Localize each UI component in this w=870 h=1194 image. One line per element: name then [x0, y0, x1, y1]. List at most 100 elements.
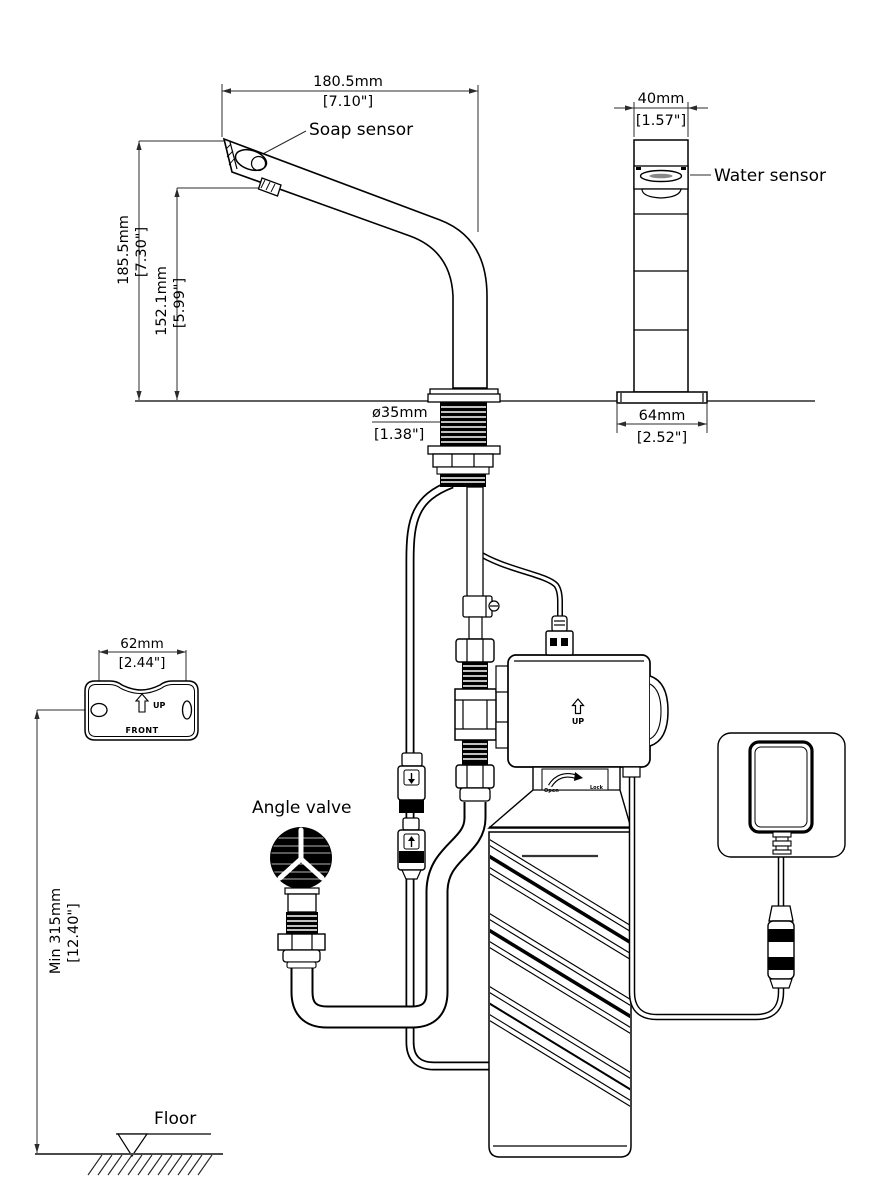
- dim-hole-in: [1.38"]: [374, 427, 424, 443]
- dimension-annotations: 180.5mm [7.10"] 185.5mm [7.30"] 152.1mm …: [34, 74, 826, 1176]
- hose-ferrule-upper: [459, 787, 491, 802]
- water-hose: [290, 802, 487, 1029]
- water-sensor-column: [616, 139, 708, 404]
- mounting-flange: [427, 445, 501, 455]
- floor-datum-triangle: [116, 1133, 149, 1158]
- dim-hole-mm: ø35mm: [372, 405, 428, 421]
- box-lug-bottom: [495, 721, 510, 749]
- bracket-up-label: UP: [153, 701, 165, 710]
- valve-body: [454, 688, 497, 741]
- soap-sensor-window: [234, 148, 268, 172]
- box-cable-outlet: [622, 766, 641, 778]
- quick-connector-lower: [397, 817, 426, 880]
- spout-face-edge: [229, 141, 238, 170]
- arrow-down-icon: [408, 779, 415, 784]
- dim-spout-reach-mm: 180.5mm: [313, 74, 383, 90]
- bottle-lock-label: Lock: [590, 785, 604, 791]
- dim-sensor-width: 40mm [1.57"]: [614, 91, 708, 137]
- soap-sensor-eye: [250, 155, 267, 172]
- dim-sensor-width-mm: 40mm: [638, 91, 685, 107]
- soap-sensor-label: Soap sensor: [309, 120, 413, 140]
- control-box: UP: [495, 615, 669, 768]
- floor-annotation: Floor: [35, 1109, 223, 1176]
- box-lug-top: [495, 665, 510, 693]
- power-adapter: [717, 732, 846, 989]
- compression-nut-lower: [455, 764, 495, 789]
- dim-min-height-mm: Min 315mm: [48, 888, 64, 974]
- dim-sensor-base-in: [2.52"]: [637, 430, 687, 446]
- dim-hole-diameter: ø35mm [1.38"]: [372, 405, 442, 443]
- dim-spout-height-mm: 185.5mm: [116, 215, 132, 285]
- hose-ferrule-valve: [282, 949, 321, 963]
- angle-valve: [270, 827, 332, 969]
- bracket-outline: [84, 680, 199, 741]
- sensor-cable: [475, 549, 563, 618]
- dim-spout-height: 185.5mm [7.30"]: [116, 140, 226, 400]
- valve-thread-lower: [462, 740, 488, 765]
- up-arrow-icon: [571, 698, 585, 715]
- spout-outlet: [257, 177, 282, 197]
- box-side-dial: [649, 675, 669, 747]
- dim-bracket-holes-mm: 62mm: [120, 636, 163, 652]
- dim-bracket-holes-in: [2.44"]: [119, 655, 166, 671]
- dim-spout-reach: 180.5mm [7.10"]: [221, 74, 479, 232]
- arrow-up-icon: [408, 836, 415, 841]
- knob-slots: [277, 827, 325, 881]
- valve-threads: [286, 912, 318, 934]
- hose-ring: [286, 961, 317, 969]
- bottle-cap-label: Open Lock: [541, 768, 609, 794]
- bottle-body: [488, 831, 632, 1158]
- bracket-slot-left: [90, 702, 108, 718]
- dim-spout-reach-in: [7.10"]: [323, 94, 373, 110]
- tube-stub: [468, 616, 483, 640]
- box-body: [507, 654, 651, 768]
- soap-sensor-callout: Soap sensor: [258, 120, 413, 157]
- valve-neck: [287, 893, 317, 913]
- faucet-flange-base: [427, 393, 501, 403]
- dim-outlet-height-mm: 152.1mm: [154, 266, 170, 336]
- dim-sensor-base-mm: 64mm: [639, 408, 686, 424]
- strain-relief: [772, 831, 792, 855]
- dim-sensor-width-in: [1.57"]: [636, 113, 686, 129]
- bottle-ridges: [490, 839, 630, 1107]
- bracket-up-arrow-icon: [134, 693, 150, 713]
- bracket-front-label: FRONT: [125, 726, 158, 735]
- rotate-arrow-icon: [574, 772, 583, 781]
- bottle-open-label: Open: [544, 788, 559, 794]
- sensor-lens: [649, 173, 673, 179]
- dim-outlet-height-in: [5.99"]: [172, 278, 188, 328]
- power-cable: [622, 766, 785, 1021]
- dim-sensor-base: 64mm [2.52"]: [616, 404, 708, 446]
- quick-connectors: [397, 752, 426, 880]
- faucet-assembly: [222, 137, 501, 802]
- box-top-connector: [545, 615, 574, 656]
- mounting-nut: [432, 453, 494, 475]
- box-up-label: UP: [572, 717, 584, 726]
- angle-valve-label: Angle valve: [252, 798, 352, 818]
- tube-connector: [462, 595, 500, 618]
- floor-label: Floor: [154, 1109, 196, 1129]
- dim-min-height-in: [12.40"]: [66, 903, 82, 963]
- sensor-base-plate: [616, 391, 708, 404]
- adapter-body: [748, 740, 814, 834]
- inline-connector: [767, 905, 795, 989]
- bracket-slot-right: [181, 700, 193, 720]
- quick-connector-upper: [397, 752, 426, 813]
- water-sensor-window: [633, 165, 689, 199]
- water-sensor-callout: Water sensor: [690, 166, 826, 186]
- bracket-inner-line: [88, 684, 195, 737]
- faucet-shank: [440, 402, 487, 446]
- valve-nut: [277, 933, 326, 951]
- floor-hatching: [87, 1154, 213, 1176]
- water-sensor-label: Water sensor: [714, 166, 826, 186]
- compression-nut-upper: [455, 638, 495, 663]
- shank-thread-lower: [440, 474, 486, 487]
- mounting-bracket: UP FRONT: [84, 680, 199, 741]
- soap-bottle: Open Lock: [487, 766, 632, 1158]
- soap-tube: [405, 479, 496, 1071]
- faucet-spout: [222, 137, 488, 389]
- adapter-body-inner: [754, 746, 808, 828]
- valve-collar: [284, 887, 320, 895]
